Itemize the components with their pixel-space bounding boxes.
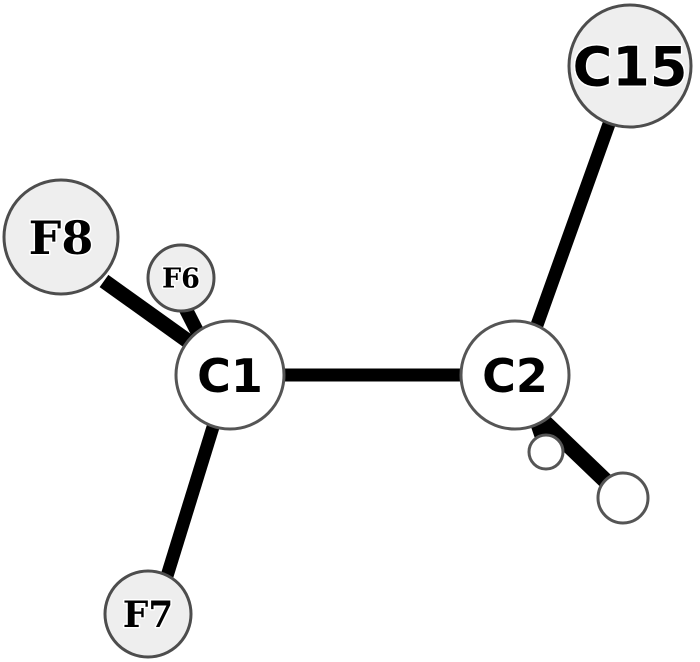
atom-label-f8: F8	[29, 211, 94, 265]
atom-f7[interactable]: F7	[103, 569, 193, 659]
atom-c2[interactable]: C2	[459, 319, 571, 431]
atom-circle-f7[interactable]	[103, 569, 193, 659]
atom-circle-h-b[interactable]	[596, 471, 650, 525]
atom-circle-c1[interactable]	[174, 319, 286, 431]
atom-circle-h-a[interactable]	[527, 433, 565, 471]
atom-circle-f8[interactable]	[2, 178, 120, 296]
atom-circle-f6[interactable]	[146, 243, 216, 313]
atom-label-c2: C2	[482, 349, 548, 403]
atom-circle-c15[interactable]	[567, 3, 693, 129]
atom-c15[interactable]: C15	[567, 3, 693, 129]
atom-label-c1: C1	[197, 349, 263, 403]
bond-C1-F7	[160, 425, 220, 578]
atom-f8[interactable]: F8	[2, 178, 120, 296]
atom-c1[interactable]: C1	[174, 319, 286, 431]
atom-h-b[interactable]	[596, 471, 650, 525]
bond-C2-Hb	[532, 410, 618, 493]
atom-label-f7: F7	[123, 594, 174, 636]
atom-label-c15: C15	[573, 36, 688, 99]
atom-h-a[interactable]	[527, 433, 565, 471]
atom-circle-c2[interactable]	[459, 319, 571, 431]
atom-f6[interactable]: F6	[146, 243, 216, 313]
bond-C15-C2	[530, 121, 616, 328]
bond-F8-C1	[99, 274, 204, 356]
atom-label-f6: F6	[162, 264, 200, 295]
